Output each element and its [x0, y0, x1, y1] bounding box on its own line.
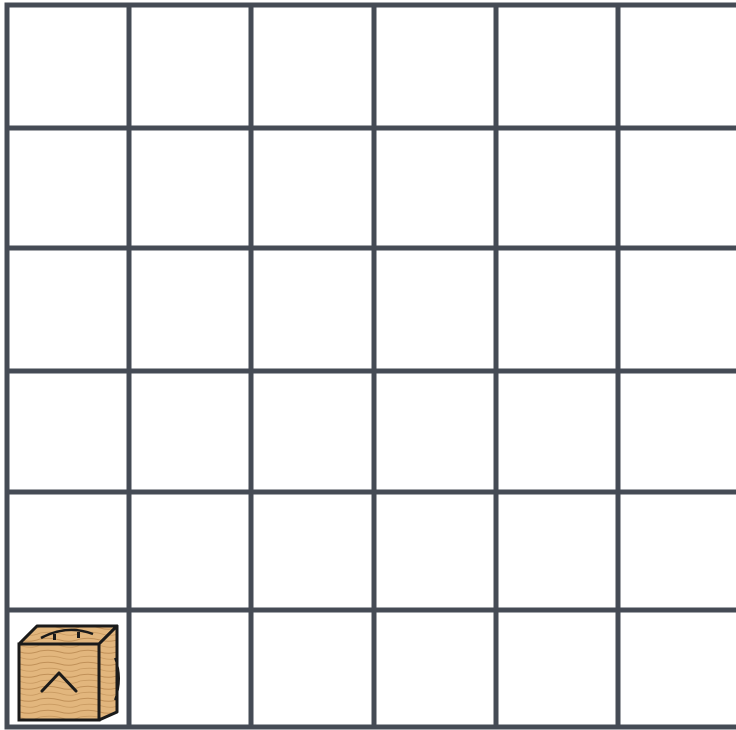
crate-front-face — [19, 644, 99, 720]
grid-line-horizontal — [5, 490, 736, 495]
crate-eye-left — [53, 634, 56, 640]
grid-cell[interactable] — [618, 248, 736, 371]
grid-line-horizontal — [5, 3, 736, 8]
grid-cell[interactable] — [496, 371, 618, 492]
grid-line-vertical — [249, 3, 254, 730]
grid-cell[interactable] — [374, 128, 496, 248]
grid-line-horizontal — [5, 246, 736, 251]
grid-cell[interactable] — [129, 492, 251, 610]
grid-cell[interactable] — [7, 371, 129, 492]
grid-cell[interactable] — [618, 128, 736, 248]
grid-cell[interactable] — [496, 492, 618, 610]
robot-crate-icon[interactable] — [19, 626, 119, 720]
grid-cell[interactable] — [496, 5, 618, 128]
grid-line-vertical — [127, 3, 132, 730]
grid-cell[interactable] — [374, 248, 496, 371]
grid-cell[interactable] — [618, 371, 736, 492]
grid-line-vertical — [5, 3, 10, 730]
grid-cell[interactable] — [129, 128, 251, 248]
grid-cell[interactable] — [618, 610, 736, 727]
grid-cell[interactable] — [251, 128, 374, 248]
grid-line-vertical — [616, 3, 621, 730]
grid-cell[interactable] — [129, 610, 251, 727]
grid-cell[interactable] — [496, 610, 618, 727]
grid-cell[interactable] — [496, 128, 618, 248]
grid-cell[interactable] — [374, 5, 496, 128]
grid-cell[interactable] — [374, 371, 496, 492]
grid-cell[interactable] — [618, 492, 736, 610]
grid-cell[interactable] — [129, 5, 251, 128]
grid-line-horizontal — [5, 126, 736, 131]
grid-cell[interactable] — [7, 5, 129, 128]
crate-eye-right — [77, 632, 80, 638]
grid-line-vertical — [372, 3, 377, 730]
grid-cell[interactable] — [251, 248, 374, 371]
grid-cell[interactable] — [374, 610, 496, 727]
grid-cell[interactable] — [251, 610, 374, 727]
grid-cell[interactable] — [7, 492, 129, 610]
grid-line-horizontal — [5, 608, 736, 613]
grid-cell[interactable] — [251, 371, 374, 492]
grid-cell[interactable] — [129, 248, 251, 371]
grid-cell[interactable] — [496, 248, 618, 371]
grid-cell[interactable] — [251, 5, 374, 128]
grid-cell[interactable] — [7, 128, 129, 248]
crate-side-face — [99, 626, 117, 720]
grid-line-horizontal — [5, 369, 736, 374]
grid-line-horizontal — [5, 725, 736, 730]
grid-line-vertical — [494, 3, 499, 730]
grid-cell[interactable] — [374, 492, 496, 610]
grid-cell[interactable] — [251, 492, 374, 610]
grid-cell[interactable] — [618, 5, 736, 128]
grid-cell[interactable] — [129, 371, 251, 492]
grid-cell[interactable] — [7, 248, 129, 371]
